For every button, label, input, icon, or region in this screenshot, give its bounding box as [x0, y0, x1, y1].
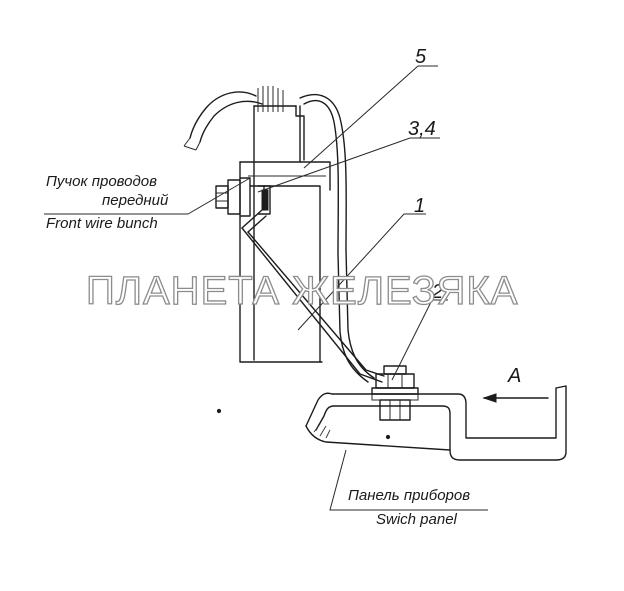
- ref-dot-bottom: [385, 434, 391, 440]
- label-front-wire-bunch-ru-2: передний: [102, 192, 169, 209]
- label-front-wire-bunch-ru-1: Пучок проводов: [46, 173, 157, 190]
- callout-view-a: A: [507, 365, 521, 387]
- label-switch-panel-en: Swich panel: [376, 511, 458, 528]
- watermark-text: ПЛАНЕТА ЖЕЛЕЗЯКА: [86, 269, 518, 313]
- callout-5: 5: [415, 46, 427, 68]
- switch-panel: [305, 385, 567, 461]
- leader-lines: [44, 65, 488, 511]
- view-a-arrow: [482, 393, 549, 403]
- callout-1: 1: [414, 195, 425, 217]
- callout-2: 2: [431, 281, 443, 303]
- wire-5: [299, 93, 375, 383]
- fastener-3-4: [215, 177, 271, 217]
- front-wire-bunch: [183, 86, 297, 151]
- column-body: [239, 105, 331, 363]
- ref-dot-left: [216, 408, 222, 414]
- label-front-wire-bunch-en: Front wire bunch: [46, 215, 158, 232]
- callout-3-4: 3,4: [408, 118, 436, 140]
- label-switch-panel-ru: Панель приборов: [348, 487, 470, 504]
- fastener-2: [371, 365, 419, 421]
